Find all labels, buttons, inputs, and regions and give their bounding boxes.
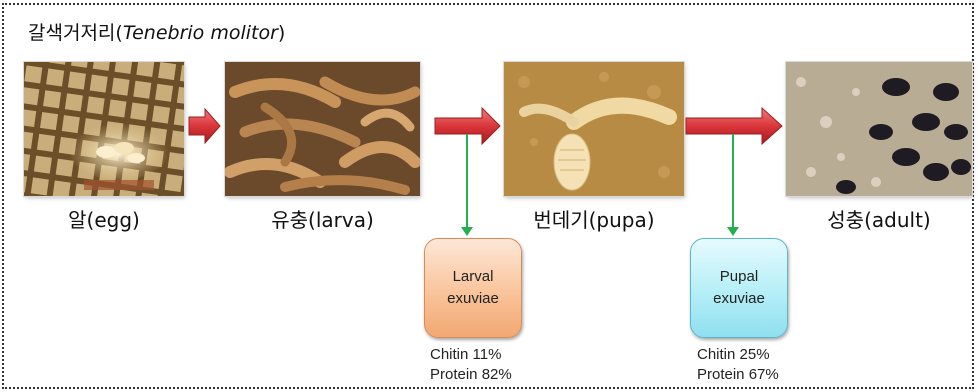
larval-exuviae-box: Larval exuviae — [424, 238, 522, 338]
branch-arrow-pupal — [727, 134, 739, 236]
pupal-composition: Chitin 25% Protein 67% — [697, 345, 779, 385]
larval-protein-text: Protein 82% — [430, 365, 512, 385]
larval-exuviae-line1: Larval — [447, 266, 499, 288]
larval-composition: Chitin 11% Protein 82% — [430, 345, 512, 385]
branch-arrow-larval — [461, 134, 473, 236]
pupal-exuviae-line1: Pupal — [713, 266, 765, 288]
stage-label-adult: 성충(adult) — [786, 204, 972, 233]
stage-label-pupa: 번데기(pupa) — [504, 204, 684, 233]
stage-label-egg: 알(egg) — [24, 204, 184, 233]
pupal-exuviae-box: Pupal exuviae — [690, 238, 788, 338]
pupal-chitin-text: Chitin 25% — [697, 345, 779, 365]
stage-label-larva: 유충(larva) — [225, 204, 420, 233]
larval-chitin-text: Chitin 11% — [430, 345, 512, 365]
pupal-protein-text: Protein 67% — [697, 365, 779, 385]
arrow-egg-to-larva — [189, 109, 220, 143]
larval-exuviae-line2: exuviae — [447, 288, 499, 310]
pupal-exuviae-line2: exuviae — [713, 288, 765, 310]
